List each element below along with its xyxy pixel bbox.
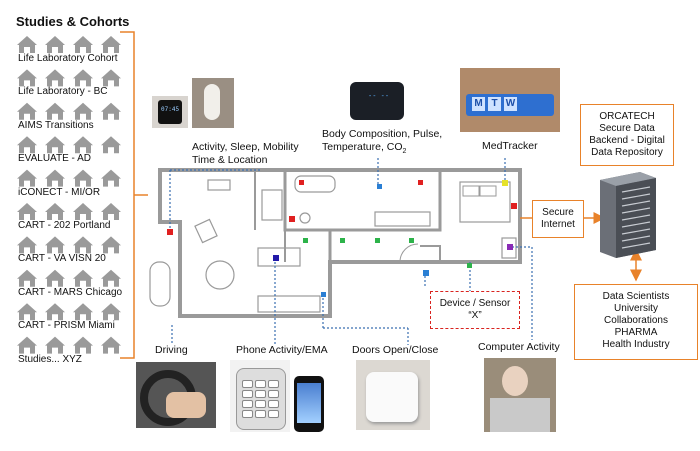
house-icon <box>101 36 121 53</box>
house-icon <box>45 102 65 120</box>
pillbox-letter: T <box>488 97 501 111</box>
wristband-photo: 07:45 <box>152 96 188 128</box>
house-icon <box>73 169 93 187</box>
server-icon <box>600 172 656 258</box>
scale-display: -- -- <box>368 92 390 100</box>
house-icon <box>101 303 121 321</box>
house-icon <box>17 269 37 287</box>
computer-user-photo <box>484 358 556 432</box>
house-icon <box>45 303 65 321</box>
phone-activity-label: Phone Activity/EMA <box>236 344 328 356</box>
house-icon <box>73 136 93 154</box>
study-item: iCONECT - MI/OR <box>18 186 101 198</box>
cohort-bracket <box>120 31 135 359</box>
telephone-photo <box>230 360 290 432</box>
study-item: CART - VA VISN 20 <box>18 253 106 265</box>
house-icon <box>73 203 93 220</box>
house-icon <box>101 203 121 220</box>
smartphone-photo <box>294 376 324 432</box>
study-item: AIMS Transitions <box>18 119 94 131</box>
house-icon <box>101 169 121 187</box>
sensor-connectors <box>169 158 533 345</box>
house-icon <box>101 236 121 254</box>
house-icon <box>17 336 37 354</box>
house-icon <box>17 102 37 120</box>
house-icon <box>73 36 93 53</box>
study-item: Life Laboratory Cohort <box>18 53 118 64</box>
house-icon <box>101 269 121 287</box>
house-icon <box>45 269 65 287</box>
house-icon <box>45 203 65 220</box>
driving-photo <box>136 362 216 428</box>
house-icon <box>101 69 121 87</box>
studies-title: Studies & Cohorts <box>16 14 130 29</box>
house-icon <box>17 169 37 187</box>
house-icon <box>17 36 37 53</box>
computer-activity-label: Computer Activity <box>478 341 560 353</box>
scale-photo: -- -- <box>348 80 406 122</box>
driving-label: Driving <box>155 344 188 356</box>
house-icon <box>17 236 37 254</box>
house-icon <box>73 336 93 354</box>
house-icon <box>17 203 37 220</box>
study-item: CART - PRISM Miami <box>18 320 115 332</box>
pillbox-letter: M <box>472 97 485 111</box>
house-icon <box>45 236 65 254</box>
study-item: Life Laboratory - BC <box>18 86 108 98</box>
study-item: Studies... XYZ <box>18 353 82 365</box>
study-item: CART - MARS Chicago <box>18 286 123 298</box>
medtracker-label: MedTracker <box>482 140 538 152</box>
house-icon <box>45 336 65 354</box>
doors-label: Doors Open/Close <box>352 344 439 356</box>
house-icon <box>45 169 65 187</box>
house-icon <box>45 69 65 87</box>
sensor-markers <box>167 180 517 297</box>
house-icon <box>73 236 93 254</box>
watch-display: 07:45 <box>161 106 180 113</box>
wearable-sensor-photo <box>192 78 234 128</box>
house-icon <box>73 102 93 120</box>
study-item: CART - 202 Portland <box>18 220 111 231</box>
floor-plan <box>149 168 522 318</box>
door-sensor-photo <box>356 360 430 430</box>
house-icon <box>101 102 121 120</box>
house-icon <box>73 69 93 87</box>
house-icon <box>17 69 37 87</box>
house-icon <box>17 303 37 321</box>
house-icon <box>73 303 93 321</box>
house-icon <box>17 136 37 154</box>
study-item: EVALUATE - AD <box>18 153 91 165</box>
pillbox-letter: W <box>504 97 517 111</box>
house-icon <box>45 136 65 154</box>
house-icon <box>101 336 121 354</box>
body-composition-label: Body Composition, Pulse, Temperature, CO… <box>322 128 443 156</box>
device-sensor-x-box: Device / Sensor“X” <box>430 291 520 329</box>
house-icon <box>45 36 65 53</box>
house-icon <box>101 136 121 154</box>
house-icon <box>73 269 93 287</box>
